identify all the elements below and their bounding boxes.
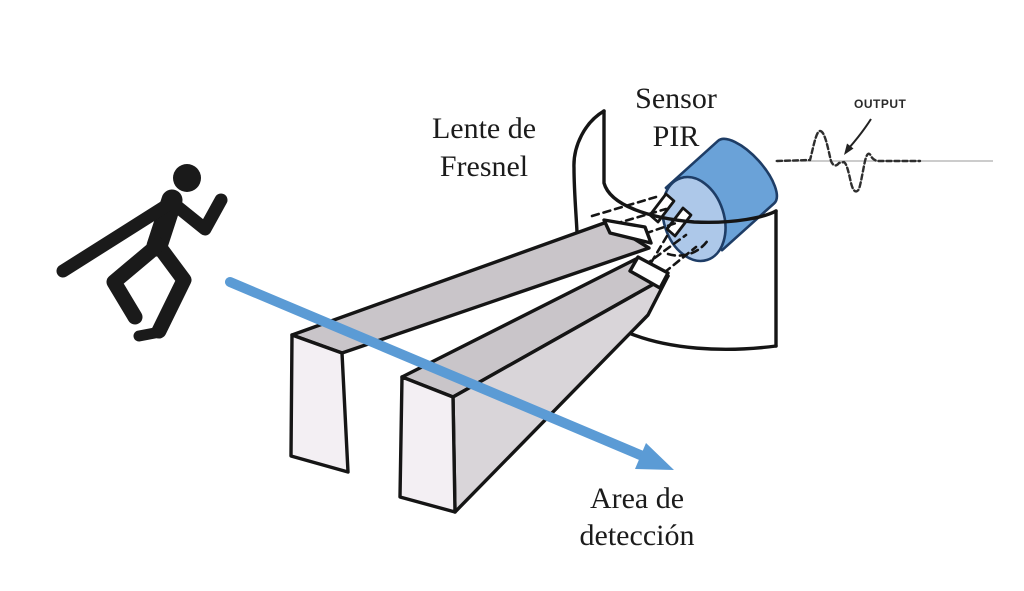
detection-area-label: Area de detección [542, 480, 732, 554]
detection-area-label-line2: detección [579, 519, 695, 552]
fresnel-lens-label-line2: Fresnel [439, 150, 529, 183]
fresnel-lens-outline [572, 109, 778, 352]
fresnel-lens-label-line1: Lente de [431, 112, 537, 145]
pir-sensor-label-line2: PIR [652, 120, 700, 153]
pir-sensor-label: Sensor PIR [596, 80, 756, 156]
motion-direction-arrow-icon [225, 277, 674, 470]
detection-beam-upper [289, 218, 653, 474]
output-label: OUTPUT [854, 97, 907, 111]
running-person-icon [56, 164, 228, 342]
output-waveform-icon [775, 129, 993, 193]
pir-sensor-label-line1: Sensor [635, 82, 717, 115]
output-pointer-arrow-icon [844, 118, 872, 155]
fresnel-lens-label: Lente de Fresnel [394, 110, 574, 186]
detection-beam-lower [398, 255, 670, 514]
detection-area-label-line1: Area de [589, 482, 685, 515]
pir-sensor-cylinder-icon [661, 137, 779, 263]
